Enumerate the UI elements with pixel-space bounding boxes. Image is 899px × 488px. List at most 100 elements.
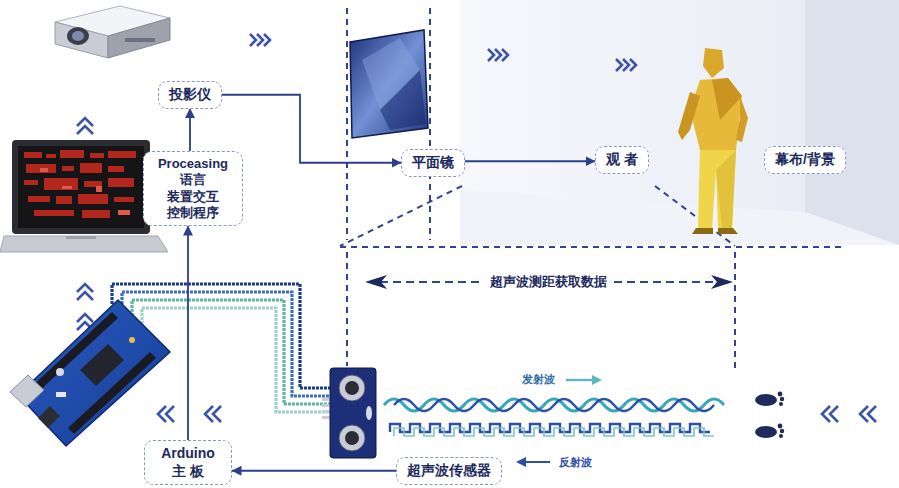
label-box: 平面镜 bbox=[401, 149, 465, 177]
viewer-figure-illustration bbox=[736, 96, 748, 142]
wave-illustration bbox=[394, 399, 714, 411]
node-text: Arduino 主 板 bbox=[155, 445, 221, 480]
arduino-board-illustration bbox=[56, 392, 66, 397]
flow-chevron bbox=[158, 406, 174, 422]
dashed-guide bbox=[340, 246, 845, 248]
viewer-figure-illustration bbox=[678, 92, 700, 140]
footprint-illustration bbox=[778, 424, 783, 429]
projector-illustration bbox=[72, 31, 84, 41]
wave-illustration bbox=[384, 399, 724, 411]
label-box: 观 者 bbox=[595, 146, 649, 174]
flow-arrow bbox=[187, 226, 189, 440]
footprint-illustration bbox=[780, 397, 784, 401]
viewer-figure-illustration bbox=[690, 78, 742, 150]
laptop-illustration bbox=[60, 150, 84, 158]
laptop-illustration bbox=[28, 196, 50, 202]
flow-chevron bbox=[860, 406, 876, 422]
dashed-guide bbox=[340, 186, 462, 246]
room-backdrop bbox=[460, 0, 899, 245]
laptop-illustration bbox=[66, 236, 96, 239]
room-backdrop bbox=[805, 0, 899, 245]
flow-arrow bbox=[222, 95, 401, 163]
laptop-illustration bbox=[108, 178, 134, 187]
mirror-illustration bbox=[350, 30, 428, 138]
laptop-illustration bbox=[62, 166, 74, 171]
arduino-board-illustration bbox=[10, 375, 44, 407]
laptop-illustration bbox=[108, 151, 136, 158]
footprint-illustration bbox=[755, 392, 784, 438]
laptop-illustration bbox=[24, 152, 42, 158]
laptop-illustration bbox=[108, 166, 124, 172]
footprint-illustration bbox=[778, 392, 783, 397]
flow-chevron bbox=[77, 34, 876, 422]
projector-illustration bbox=[67, 27, 89, 45]
viewer-figure-illustration bbox=[712, 78, 742, 120]
laptop-illustration bbox=[34, 210, 74, 216]
laptop-illustration bbox=[24, 180, 38, 185]
projector-illustration bbox=[108, 18, 170, 58]
label-box: 超声波传感器 bbox=[396, 457, 502, 485]
arduino-board-illustration bbox=[18, 300, 170, 446]
laptop-illustration bbox=[114, 197, 134, 202]
ultrasonic-sensor-illustration bbox=[345, 431, 359, 445]
node-text: 超声波传感器 bbox=[407, 462, 491, 480]
wire bbox=[142, 308, 332, 412]
flow-chevron bbox=[488, 49, 508, 61]
viewer-figure-illustration bbox=[692, 228, 713, 234]
footprint-illustration bbox=[780, 429, 784, 433]
flow-chevron bbox=[822, 406, 838, 422]
laptop-illustration bbox=[12, 140, 150, 234]
flow-chevron bbox=[77, 284, 93, 300]
projector-illustration bbox=[55, 6, 170, 58]
projector-illustration bbox=[55, 22, 108, 58]
wave-illustration bbox=[592, 375, 602, 385]
viewer-figure-illustration bbox=[698, 150, 736, 228]
dashed-guide bbox=[734, 252, 736, 372]
viewer-figure-illustration bbox=[678, 48, 748, 234]
ultrasonic-sensor-illustration bbox=[366, 406, 372, 420]
laptop-illustration bbox=[40, 168, 48, 172]
mirror-illustration bbox=[380, 70, 426, 130]
projector-illustration bbox=[125, 38, 155, 42]
flow-arrow bbox=[465, 160, 595, 162]
laptop-illustration bbox=[40, 168, 130, 215]
laptop-illustration bbox=[24, 150, 136, 218]
laptop-illustration bbox=[26, 164, 56, 173]
flow-chevron bbox=[205, 406, 221, 422]
measure-label: 超声波测距获取数据 bbox=[484, 272, 613, 292]
footprint-illustration bbox=[779, 402, 783, 406]
room-backdrop bbox=[460, 0, 899, 245]
laptop-illustration bbox=[46, 154, 56, 158]
node-text: 观 者 bbox=[606, 151, 638, 169]
wave-label: 反射波 bbox=[553, 454, 598, 471]
flow-chevron bbox=[250, 34, 270, 46]
label-box: Proceasing 语言 装置交互 控制程序 bbox=[143, 151, 243, 226]
footprint-illustration bbox=[779, 434, 783, 438]
laptop-illustration bbox=[82, 210, 110, 218]
laptop-illustration bbox=[78, 194, 108, 204]
wave-illustration bbox=[522, 461, 550, 463]
mirror-illustration bbox=[350, 30, 428, 138]
room-backdrop bbox=[460, 190, 899, 245]
wave-label: 发射波 bbox=[516, 371, 561, 388]
measure-arrow bbox=[365, 275, 387, 289]
footprint-illustration bbox=[755, 394, 777, 406]
ultrasonic-sensor-illustration bbox=[322, 368, 376, 458]
laptop-illustration bbox=[62, 186, 72, 189]
label-box: 幕布/背景 bbox=[764, 146, 846, 174]
label-box: 投影仪 bbox=[158, 81, 222, 109]
flow-chevron bbox=[77, 118, 93, 134]
laptop-illustration bbox=[90, 153, 104, 158]
arduino-board-illustration bbox=[56, 368, 64, 376]
laptop-illustration bbox=[18, 146, 144, 228]
ultrasonic-sensor-illustration bbox=[345, 381, 359, 395]
measure-arrow bbox=[711, 275, 733, 289]
laptop-illustration bbox=[118, 210, 130, 215]
dashed-guide bbox=[346, 252, 348, 366]
flow-arrow bbox=[232, 470, 396, 472]
arduino-board-illustration bbox=[129, 337, 135, 343]
